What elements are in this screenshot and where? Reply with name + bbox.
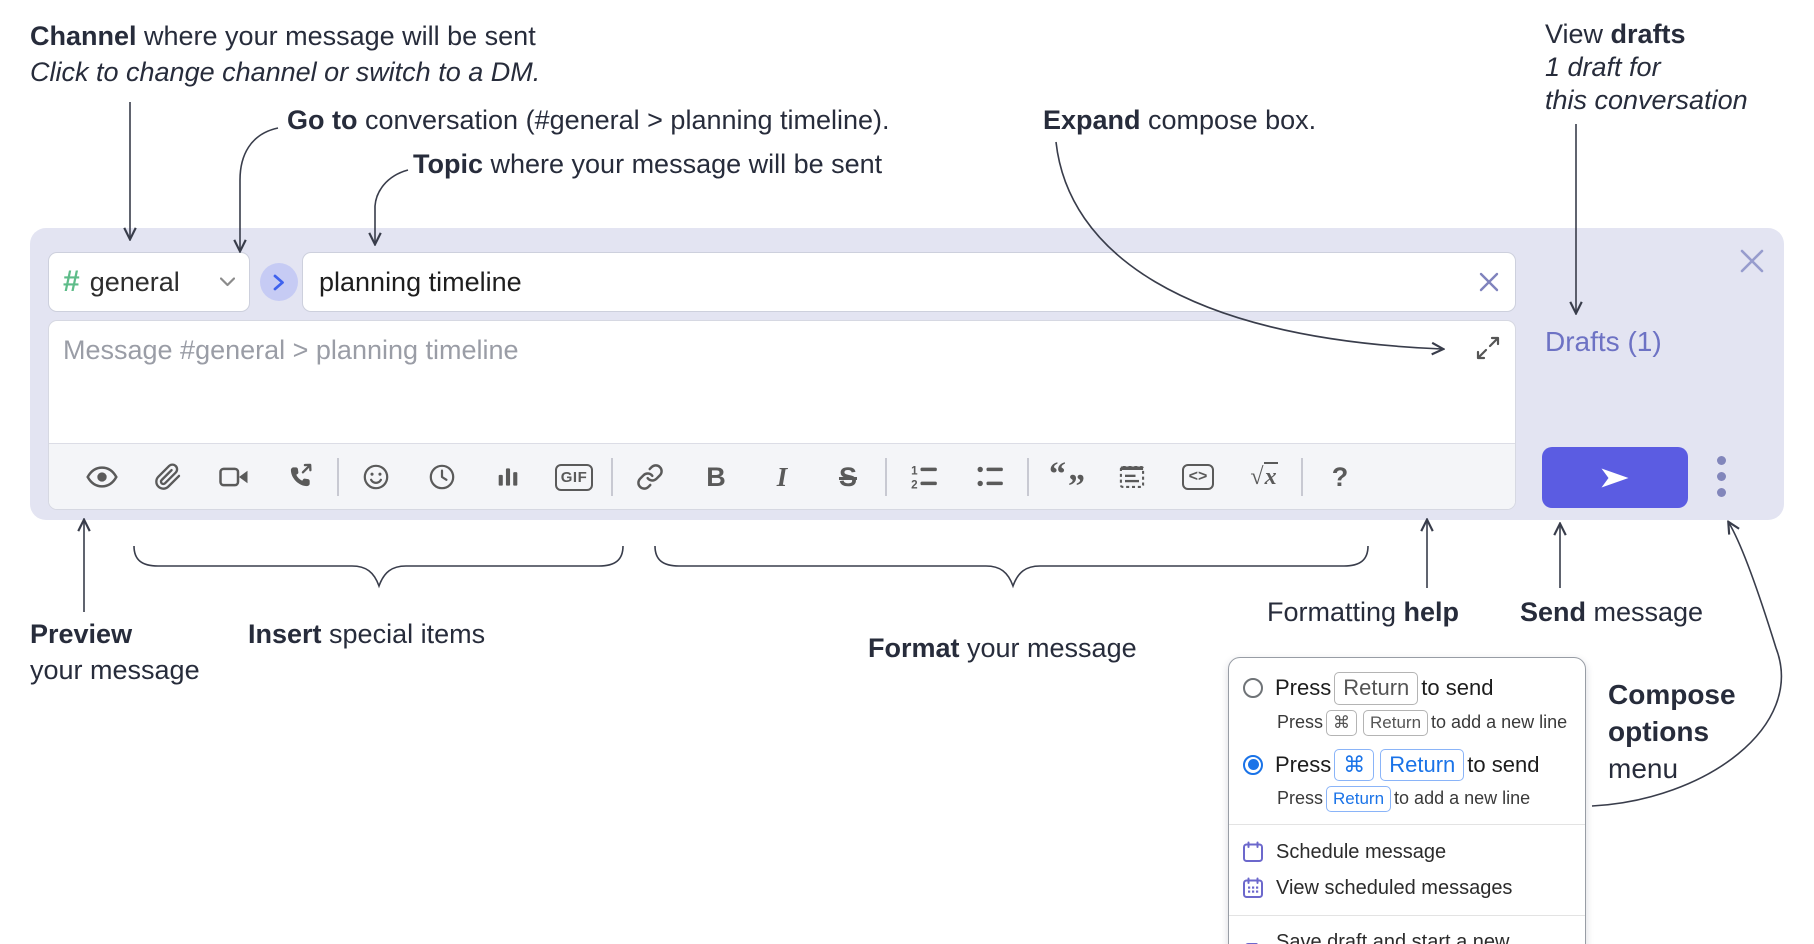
emoji-smiley-icon[interactable]: [343, 454, 409, 500]
menu-divider: [1229, 915, 1585, 917]
bold-icon[interactable]: B: [706, 461, 726, 492]
menu-item-save-draft-new-message[interactable]: Save draft and start a new message: [1229, 925, 1585, 944]
toolbar-divider: [337, 458, 339, 496]
menu-divider: [1229, 824, 1585, 826]
radio-unselected-icon[interactable]: [1243, 678, 1263, 699]
compose-box: # general planning timeline Message #gen…: [30, 228, 1784, 520]
compose-options-button[interactable]: [1717, 456, 1726, 497]
svg-text:1: 1: [911, 465, 918, 478]
strikethrough-icon[interactable]: S: [838, 461, 857, 492]
voice-call-icon[interactable]: [267, 454, 333, 500]
annotation-channel-sub: Click to change channel or switch to a D…: [30, 57, 541, 87]
annotation-expand: Expand compose box.: [1043, 105, 1317, 135]
quote-icon[interactable]: “”: [1049, 456, 1085, 505]
link-icon[interactable]: [617, 454, 683, 500]
annotation-topic: Topic where your message will be sent: [413, 149, 883, 179]
formatting-help-icon[interactable]: ?: [1331, 461, 1349, 492]
code-icon[interactable]: <>: [1165, 454, 1231, 500]
svg-text:2: 2: [911, 479, 918, 490]
calendar-icon: [1243, 841, 1263, 863]
numbered-list-icon[interactable]: 1 2: [891, 454, 957, 500]
annotation-channel: Channel where your message will be sent …: [30, 18, 540, 90]
expand-compose-icon[interactable]: [1475, 335, 1501, 361]
preview-eye-icon[interactable]: [69, 454, 135, 500]
annotation-goto: Go to conversation (#general > planning …: [287, 105, 890, 135]
toolbar-divider: [611, 458, 613, 496]
message-placeholder: Message #general > planning timeline: [63, 335, 519, 365]
video-call-icon[interactable]: [201, 454, 267, 500]
channel-hash-icon: #: [63, 265, 80, 298]
clear-topic-icon[interactable]: [1479, 272, 1499, 292]
calendar-grid-icon: [1243, 877, 1263, 899]
send-button[interactable]: [1542, 447, 1688, 508]
annotation-channel-bold: Channel: [30, 21, 137, 51]
spoiler-icon[interactable]: [1099, 454, 1165, 500]
go-to-conversation-button[interactable]: [260, 263, 298, 301]
brace-format: [654, 545, 1369, 589]
math-icon[interactable]: √x: [1250, 461, 1278, 490]
compose-toolbar: GIF B I S 1 2: [49, 443, 1515, 509]
brace-insert: [133, 545, 624, 589]
toolbar-divider: [885, 458, 887, 496]
menu-item-view-scheduled-messages[interactable]: View scheduled messages: [1229, 870, 1585, 906]
cmd-keycap: ⌘: [1326, 709, 1358, 736]
message-compose-area: Message #general > planning timeline: [48, 320, 1516, 510]
poll-bar-chart-icon[interactable]: [475, 454, 541, 500]
italic-icon[interactable]: I: [776, 461, 788, 492]
annotation-view-drafts: View drafts 1 draft for this conversatio…: [1545, 19, 1748, 115]
toolbar-divider: [1027, 458, 1029, 496]
chevron-down-icon: [220, 277, 235, 287]
attach-paperclip-icon[interactable]: [135, 454, 201, 500]
toolbar-divider: [1301, 458, 1303, 496]
menu-item-schedule-message[interactable]: Schedule message: [1229, 834, 1585, 870]
annotation-compose-options: Compose options menu: [1608, 679, 1736, 784]
drafts-link[interactable]: Drafts (1): [1545, 326, 1662, 357]
close-compose-icon[interactable]: [1739, 248, 1765, 274]
return-keycap: Return: [1326, 786, 1392, 813]
channel-name: general: [89, 266, 180, 297]
return-keycap: Return: [1380, 748, 1465, 782]
radio-selected-icon[interactable]: [1243, 754, 1263, 775]
annotation-send: Send message: [1520, 597, 1704, 627]
return-keycap: Return: [1363, 709, 1429, 736]
topic-input[interactable]: planning timeline: [302, 252, 1516, 312]
message-input[interactable]: Message #general > planning timeline: [49, 321, 1515, 443]
cmd-keycap: ⌘: [1334, 748, 1375, 782]
annotation-preview: Preview your message: [30, 619, 200, 685]
send-plane-icon: [1601, 468, 1629, 487]
annotation-format: Format your message: [868, 633, 1137, 663]
annotation-formatting-help: Formatting help: [1267, 597, 1460, 627]
bulleted-list-icon[interactable]: [957, 454, 1023, 500]
return-keycap: Return: [1334, 672, 1419, 705]
gif-icon[interactable]: GIF: [541, 454, 607, 500]
channel-selector[interactable]: # general: [48, 252, 250, 312]
annotation-insert: Insert special items: [248, 619, 486, 649]
chevron-right-icon: [273, 274, 284, 290]
time-clock-icon[interactable]: [409, 454, 475, 500]
topic-value: planning timeline: [319, 266, 522, 297]
